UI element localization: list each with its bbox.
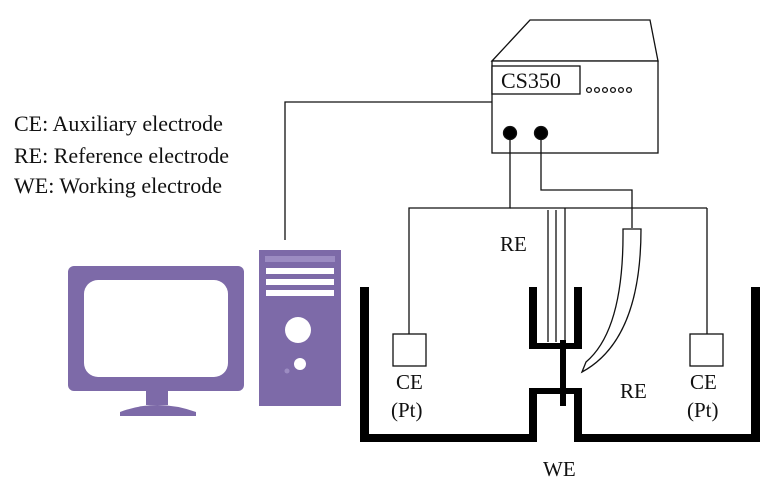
device-label: CS350: [501, 68, 561, 93]
re-label-right: RE: [620, 379, 647, 403]
pt-label-left: (Pt): [391, 398, 423, 422]
device-indicator-lights: [585, 86, 633, 94]
wiring: [284, 101, 708, 340]
legend-re: RE: Reference electrode: [14, 143, 229, 168]
we-label: WE: [543, 457, 576, 481]
reference-electrode: [580, 228, 642, 374]
ce-wire: [408, 139, 511, 334]
computer-monitor-icon: [68, 266, 244, 416]
potentiostat-device-icon: [490, 19, 659, 154]
working-electrode: [560, 340, 566, 406]
legend: CE: Auxiliary electrode RE: Reference el…: [14, 111, 229, 198]
ce-label-left: CE: [396, 370, 423, 394]
ce-label-right: CE: [690, 370, 717, 394]
luggin-capillary: [547, 210, 557, 342]
legend-we: WE: Working electrode: [14, 173, 222, 198]
legend-ce: CE: Auxiliary electrode: [14, 111, 223, 136]
pt-label-right: (Pt): [687, 398, 719, 422]
device-terminal-left: [502, 125, 518, 141]
computer-tower-icon: [259, 250, 341, 406]
counter-electrode-right: [689, 333, 724, 367]
re-label-top: RE: [500, 232, 527, 256]
electrolytic-cell: [360, 287, 760, 442]
counter-electrode-left: [392, 333, 427, 367]
device-terminal-right: [533, 125, 549, 141]
pc-cable: [284, 101, 492, 240]
re-wire: [540, 139, 633, 228]
